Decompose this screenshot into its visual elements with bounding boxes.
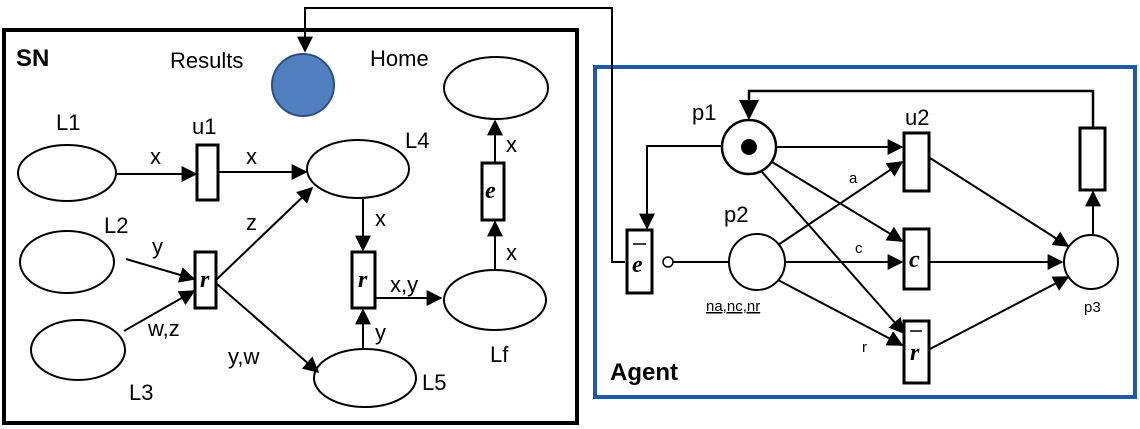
arc-c-label: c bbox=[855, 240, 863, 257]
e-transition-letter: e bbox=[485, 178, 496, 204]
arc-r-l5 bbox=[216, 283, 320, 374]
arc-l1-u1-label: x bbox=[150, 144, 161, 169]
u1-label: u1 bbox=[192, 114, 216, 139]
arc-l3-r-label: w,z bbox=[147, 316, 180, 341]
l4-place[interactable] bbox=[306, 139, 410, 199]
arc-p2-rbar bbox=[777, 279, 904, 346]
l1-place[interactable] bbox=[17, 144, 117, 202]
arc-p1-ebar bbox=[639, 145, 722, 230]
c-transition-letter: c bbox=[909, 247, 920, 273]
u2-label: u2 bbox=[905, 105, 929, 130]
p3-place[interactable] bbox=[1063, 234, 1119, 290]
l1-label: L1 bbox=[56, 110, 80, 135]
results-label: Results bbox=[170, 48, 243, 73]
arc-l2-r bbox=[125, 258, 196, 283]
arc-right-p1 bbox=[739, 89, 1095, 127]
u2-transition[interactable] bbox=[902, 131, 931, 193]
arc-r-label: r bbox=[862, 339, 867, 356]
p3-label: p3 bbox=[1084, 299, 1101, 316]
c-transition[interactable] bbox=[902, 227, 931, 291]
p2-marking: na,nc,nr bbox=[706, 298, 760, 315]
arc-p1-rbar bbox=[761, 171, 906, 335]
p1-token bbox=[741, 139, 757, 155]
l4-label: L4 bbox=[405, 128, 429, 153]
p2-place[interactable] bbox=[728, 233, 786, 291]
arc-l2-r-label: y bbox=[152, 234, 163, 259]
arc-r-l4 bbox=[216, 186, 314, 280]
arc-l5-r2-label: y bbox=[375, 320, 386, 345]
p2-label: p2 bbox=[724, 202, 748, 227]
r-transition-middle[interactable] bbox=[350, 250, 377, 310]
home-place[interactable] bbox=[443, 56, 549, 120]
sn-title: SN bbox=[16, 45, 49, 72]
r-bar-transition-letter: r bbox=[910, 340, 920, 366]
arc-u2-p3 bbox=[929, 157, 1070, 247]
arc-a-label: a bbox=[849, 170, 858, 187]
results-place[interactable] bbox=[271, 53, 335, 117]
r-transition-left-letter: r bbox=[200, 267, 210, 293]
e-bar-transition[interactable] bbox=[625, 228, 654, 295]
u1-transition[interactable] bbox=[195, 143, 220, 202]
agent-box bbox=[593, 65, 1137, 399]
e-bar-transition-letter: e bbox=[632, 252, 643, 278]
l3-label: L3 bbox=[129, 380, 153, 405]
l5-place[interactable] bbox=[313, 348, 417, 408]
lf-label: Lf bbox=[490, 342, 509, 367]
arc-l3-r bbox=[123, 290, 196, 332]
l3-place[interactable] bbox=[30, 319, 126, 381]
arc-p1-c bbox=[771, 161, 904, 242]
sn-box bbox=[2, 28, 579, 425]
arc-rbar-p3 bbox=[929, 276, 1070, 350]
agent-title: Agent bbox=[610, 359, 678, 386]
right-transition[interactable] bbox=[1078, 126, 1107, 192]
arc-r-l4-label: z bbox=[246, 210, 257, 235]
arc-l4-r2-label: x bbox=[375, 206, 386, 231]
arc-u1-l4-label: x bbox=[246, 144, 257, 169]
l5-label: L5 bbox=[422, 370, 446, 395]
arc-e-home-label: x bbox=[506, 132, 517, 157]
r-transition-middle-letter: r bbox=[358, 267, 368, 293]
arc-r2-lf-label: x,y bbox=[390, 272, 418, 297]
lf-place[interactable] bbox=[443, 269, 547, 331]
l2-label: L2 bbox=[104, 213, 128, 238]
arc-lf-e-label: x bbox=[506, 240, 517, 265]
home-label: Home bbox=[370, 46, 429, 71]
arc-r-l5-label: y,w bbox=[228, 344, 259, 369]
e-transition[interactable] bbox=[480, 161, 506, 222]
p1-label: p1 bbox=[692, 100, 716, 125]
inhibitor-circle bbox=[662, 256, 674, 268]
arc-p2-u2 bbox=[777, 161, 904, 246]
arc-ebar-results bbox=[297, 7, 625, 263]
l2-place[interactable] bbox=[19, 230, 115, 294]
